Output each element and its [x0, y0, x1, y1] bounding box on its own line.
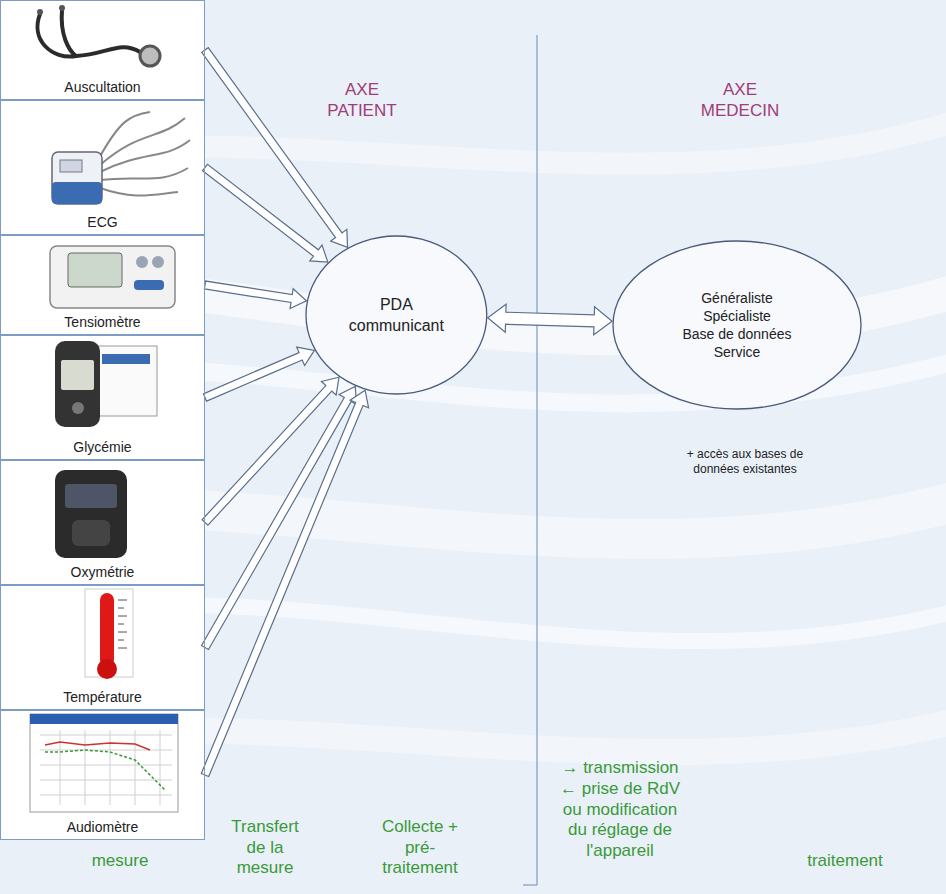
node-text: ECG — [87, 213, 117, 231]
device-box: Auscultation — [0, 0, 205, 100]
doctor-ellipse: GénéralisteSpécialisteBase de donnéesSer… — [612, 240, 862, 410]
hollow-arrow — [488, 304, 612, 335]
device-box: Température — [0, 585, 205, 710]
step-label: Collecte + pré-traitement — [375, 817, 465, 879]
axis-separator-tick — [523, 884, 537, 885]
node-outline — [305, 235, 488, 395]
glucometer-icon — [55, 341, 157, 427]
hollow-arrow — [201, 390, 368, 776]
step-label: mesure — [75, 851, 165, 872]
axis-title: AXE MEDECIN — [688, 80, 793, 121]
node-text: Glycémie — [73, 438, 131, 456]
node-text: Généraliste — [701, 289, 773, 307]
axis-separator-line — [536, 35, 537, 885]
axis-title: AXE PATIENT — [315, 80, 410, 121]
device-box: Tensiomètre — [0, 235, 205, 335]
device-box: Glycémie — [0, 335, 205, 460]
hollow-arrow — [203, 164, 328, 262]
node-text: Auscultation — [64, 78, 140, 96]
note-text: + accès aux bases de données existantes — [675, 447, 815, 476]
node-text: Oxymétrie — [71, 563, 135, 581]
hub-circle: PDA communicant — [305, 235, 488, 395]
stethoscope-icon — [37, 5, 160, 66]
device-box-fills — [0, 0, 205, 840]
hollow-arrow — [204, 281, 306, 308]
device-box: Audiomètre — [0, 710, 205, 840]
audiogram-icon — [30, 714, 178, 812]
step-label: Transfert de la mesure — [220, 817, 310, 879]
node-text: Spécialiste — [703, 307, 771, 325]
node-text: PDA communicant — [339, 294, 454, 336]
blood-pressure-monitor-icon — [50, 246, 175, 308]
node-text: Base de données — [683, 325, 792, 343]
step-label: traitement — [790, 851, 900, 872]
node-text: Température — [63, 688, 142, 706]
hollow-arrow — [202, 386, 357, 649]
node-outline — [612, 240, 862, 410]
step-label: → transmission — [548, 758, 693, 779]
ecg-device-icon — [52, 112, 190, 204]
device-box: Oxymétrie — [0, 460, 205, 585]
hollow-arrow — [203, 347, 314, 401]
device-box: ECG — [0, 100, 205, 235]
node-text: Tensiomètre — [64, 313, 140, 331]
step-label: ← prise de RdV ou modification du réglag… — [553, 779, 688, 862]
node-text: Audiomètre — [67, 818, 139, 836]
oximeter-icon — [55, 470, 127, 558]
thermometer-icon — [85, 589, 133, 679]
node-text: Service — [714, 343, 761, 361]
